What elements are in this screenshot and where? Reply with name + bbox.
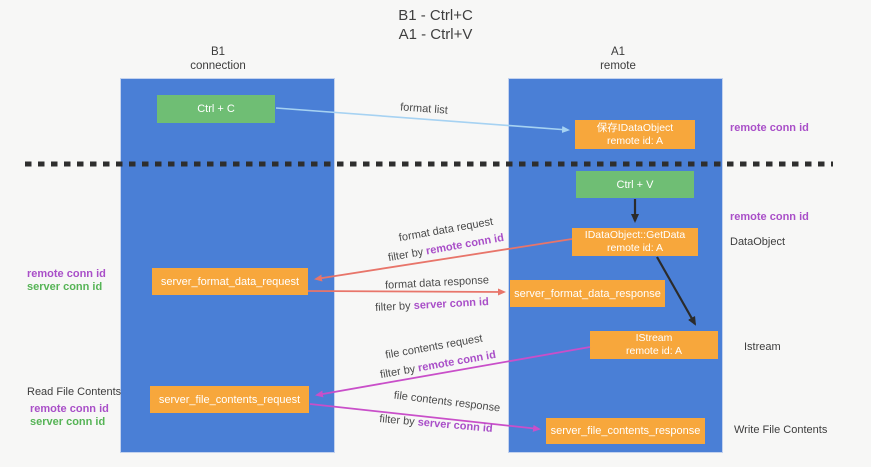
left-column-header: B1 connection <box>138 45 298 73</box>
getdata-line2: remote id: A <box>606 242 664 254</box>
server-file-contents-response-node: server_file_contents_response <box>546 418 705 444</box>
left-remote-conn-id-label-bottom: remote conn id <box>30 403 109 415</box>
write-file-contents-label: Write File Contents <box>734 424 828 436</box>
filter-prefix: filter by <box>374 299 414 314</box>
saved-idataobject-line1: 保存IDataObject <box>596 121 674 134</box>
filter-by-server-label-2: filter by server conn id <box>379 413 493 435</box>
server-file-contents-request-node: server_file_contents_request <box>150 386 309 413</box>
filter-prefix: filter by <box>379 362 420 382</box>
right-remote-conn-id-label-1: remote conn id <box>730 122 809 134</box>
server-conn-id-text: server conn id <box>417 416 494 435</box>
right-remote-conn-id-label-2: remote conn id <box>730 211 809 223</box>
ctrl-c-label: Ctrl + C <box>197 103 235 115</box>
left-remote-conn-id-label-mid: remote conn id <box>27 268 106 280</box>
ctrl-v-label: Ctrl + V <box>616 178 654 191</box>
saved-idataobject-node: 保存IDataObject remote id: A <box>575 120 695 149</box>
server-format-data-request-node: server_format_data_request <box>152 268 308 295</box>
filter-by-server-label-1: filter by server conn id <box>375 296 489 314</box>
dataobject-label: DataObject <box>730 236 786 248</box>
istream-side-label: Istream <box>744 341 781 353</box>
left-column-name: B1 <box>210 46 226 58</box>
server-format-data-response-node: server_format_data_response <box>510 280 665 307</box>
format-data-response-label: format data response <box>384 274 490 292</box>
right-column-role: remote <box>600 60 636 72</box>
filter-prefix: filter by <box>378 413 419 429</box>
ctrl-v-node: Ctrl + V <box>576 171 694 198</box>
file-contents-response-label: file contents response <box>393 389 501 415</box>
saved-idataobject-line2: remote id: A <box>606 134 664 147</box>
left-column-role: connection <box>190 60 246 72</box>
right-column-header: A1 remote <box>538 45 698 73</box>
ctrl-c-node: Ctrl + C <box>157 95 275 123</box>
server-format-data-request-label: server_format_data_request <box>160 275 300 288</box>
right-column-name: A1 <box>610 46 626 58</box>
istream-line1: IStream <box>635 332 673 344</box>
getdata-line1: IDataObject::GetData <box>584 229 686 241</box>
read-file-contents-label: Read File Contents <box>27 386 122 398</box>
idataobject-getdata-node: IDataObject::GetData remote id: A <box>572 228 698 256</box>
server-conn-id-text: server conn id <box>413 296 490 312</box>
title-line-2: A1 - Ctrl+V <box>398 26 473 43</box>
left-server-conn-id-label-mid: server conn id <box>27 281 103 293</box>
istream-node: IStream remote id: A <box>590 331 718 359</box>
format-list-label: format list <box>399 101 449 117</box>
diagram-title: B1 - Ctrl+C A1 - Ctrl+V <box>0 6 871 44</box>
server-format-data-response-label: server_format_data_response <box>514 287 661 300</box>
server-file-contents-request-label: server_file_contents_request <box>158 393 301 406</box>
filter-prefix: filter by <box>387 245 428 265</box>
format-data-response-arrow <box>307 288 506 296</box>
left-server-conn-id-label-bottom: server conn id <box>30 416 106 428</box>
title-line-1: B1 - Ctrl+C <box>398 7 473 24</box>
istream-line2: remote id: A <box>625 345 683 357</box>
server-file-contents-response-label: server_file_contents_response <box>550 425 701 437</box>
